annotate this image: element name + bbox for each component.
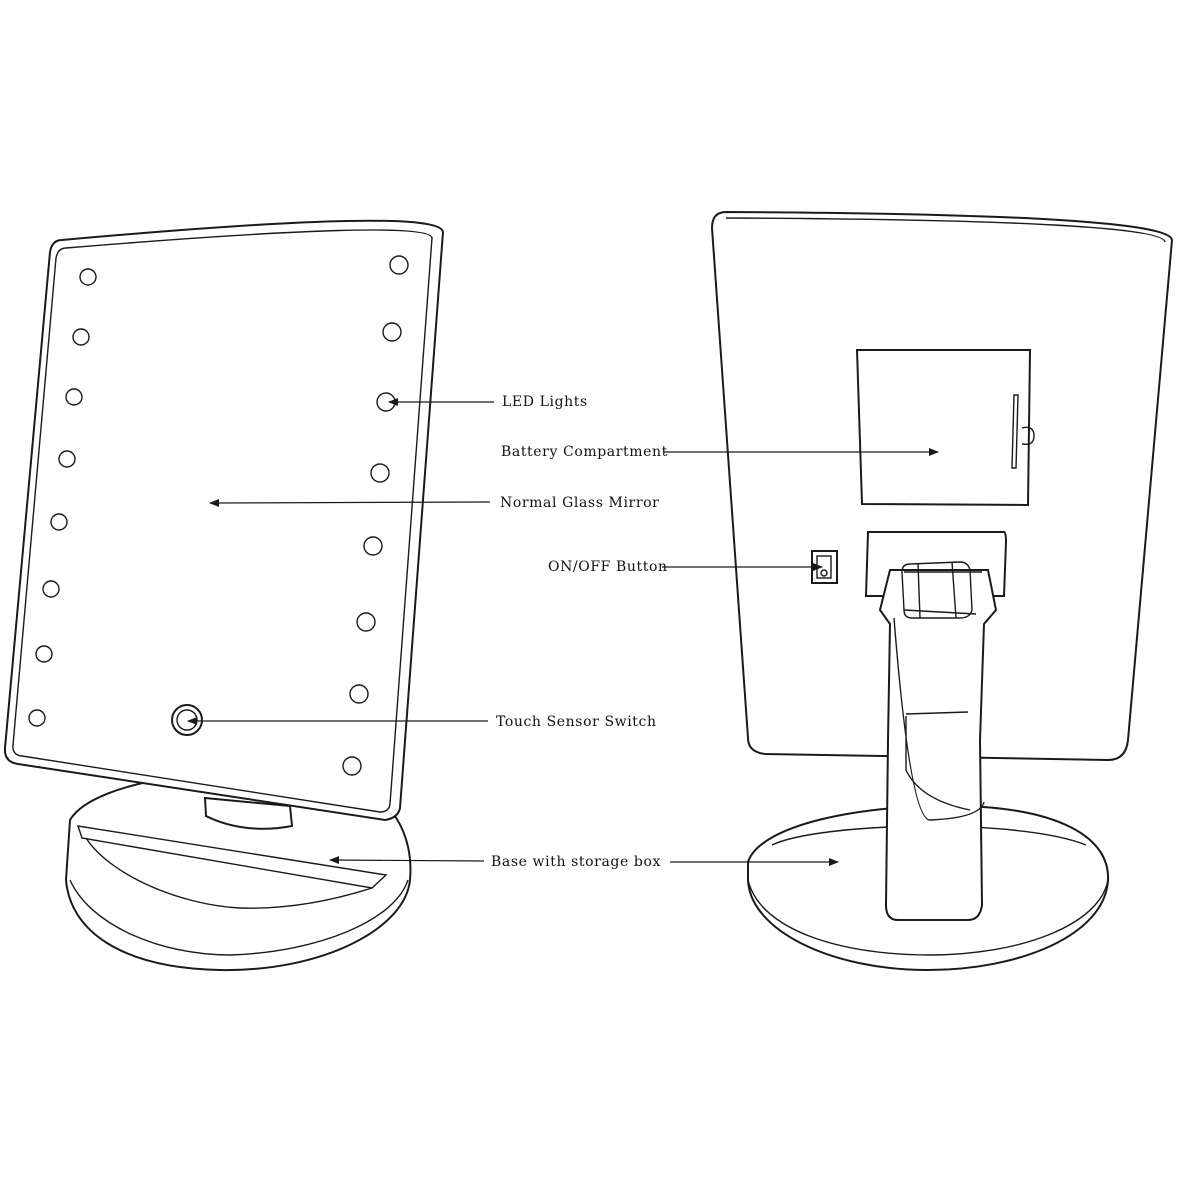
back-stand [864, 531, 1008, 921]
leader-base-left [329, 856, 485, 865]
front-neck [203, 796, 294, 830]
back-view [710, 210, 1174, 972]
led-light [50, 513, 68, 531]
led-light [370, 463, 390, 483]
led-light [65, 388, 83, 406]
label-normal-glass-mirror: Normal Glass Mirror [500, 495, 659, 511]
led-light [349, 684, 369, 704]
label-touch-sensor-switch: Touch Sensor Switch [496, 714, 657, 730]
front-view [3, 219, 445, 972]
led-light [28, 709, 46, 727]
front-mirror-frame [3, 219, 445, 822]
leader-normal-glass-mirror [209, 498, 491, 507]
led-light [35, 645, 53, 663]
led-light [356, 612, 376, 632]
led-light [342, 756, 362, 776]
label-battery-compartment: Battery Compartment [501, 444, 668, 460]
front-base [64, 770, 412, 972]
led-light [42, 580, 60, 598]
callouts: LED Lights Battery Compartment Normal Gl… [491, 394, 668, 870]
touch-sensor-switch [171, 704, 203, 736]
led-light [72, 328, 90, 346]
led-light [382, 322, 402, 342]
label-led-lights: LED Lights [502, 394, 588, 410]
led-lights [28, 255, 409, 776]
battery-compartment [855, 349, 1035, 507]
label-base-with-storage-box: Base with storage box [491, 854, 661, 870]
leader-lines [187, 398, 939, 866]
led-light [58, 450, 76, 468]
label-on-off-button: ON/OFF Button [548, 559, 668, 575]
led-light [79, 268, 97, 286]
led-light [363, 536, 383, 556]
led-light [389, 255, 409, 275]
